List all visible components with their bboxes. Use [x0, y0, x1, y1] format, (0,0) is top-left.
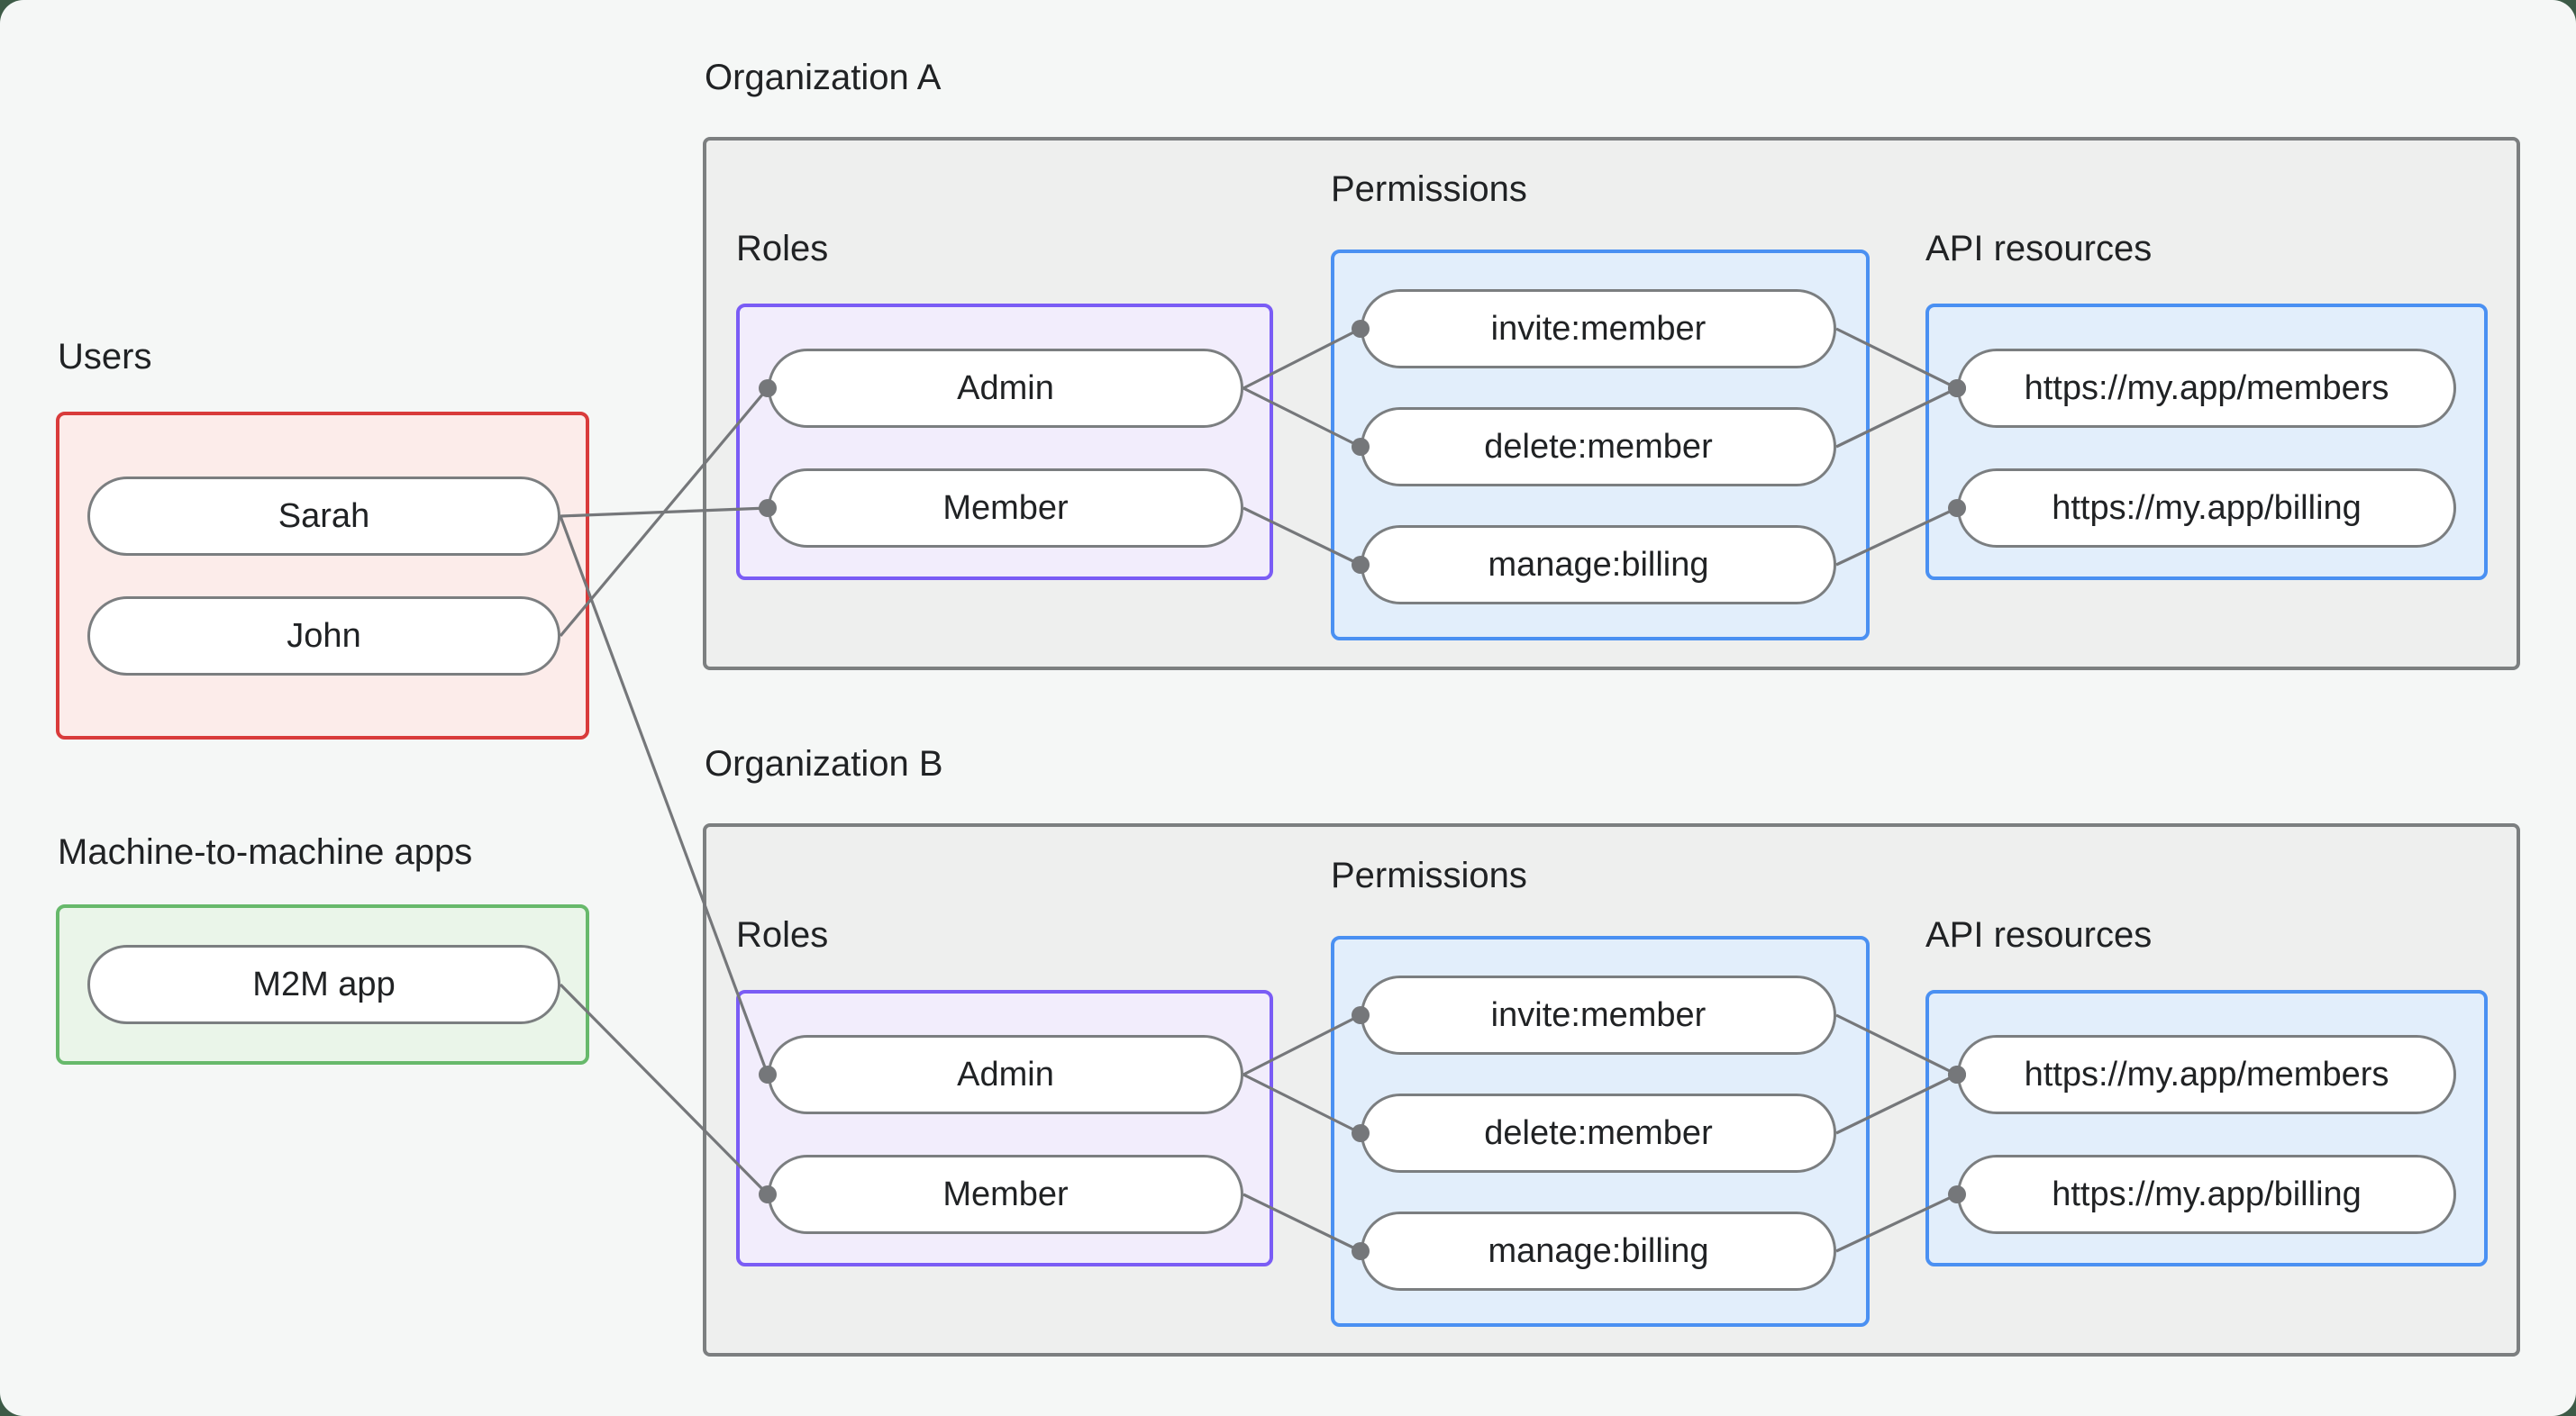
- org-b-api-label: API resources: [1925, 915, 2153, 955]
- m2m-app-node: M2M app: [87, 945, 560, 1024]
- org-a-api-billing: https://my.app/billing: [1957, 468, 2456, 548]
- org-b-label: Organization B: [705, 744, 943, 784]
- org-b-permissions-label: Permissions: [1331, 856, 1527, 895]
- org-a-permission-manage: manage:billing: [1361, 525, 1836, 604]
- org-b-api-billing: https://my.app/billing: [1957, 1155, 2456, 1234]
- users-group-label: Users: [58, 337, 152, 377]
- user-node-john: John: [87, 596, 560, 676]
- org-a-permissions-label: Permissions: [1331, 169, 1527, 209]
- org-b-permission-delete: delete:member: [1361, 1094, 1836, 1173]
- org-b-api-members: https://my.app/members: [1957, 1035, 2456, 1114]
- m2m-group-label: Machine-to-machine apps: [58, 832, 473, 872]
- org-a-api-members: https://my.app/members: [1957, 349, 2456, 428]
- org-a-permission-delete: delete:member: [1361, 407, 1836, 486]
- user-node-sarah: Sarah: [87, 477, 560, 556]
- org-a-role-member: Member: [768, 468, 1243, 548]
- org-a-label: Organization A: [705, 58, 942, 97]
- org-b-roles-label: Roles: [736, 915, 829, 955]
- users-group-box: [56, 412, 589, 740]
- org-a-permission-invite: invite:member: [1361, 289, 1836, 368]
- org-b-role-admin: Admin: [768, 1035, 1243, 1114]
- org-b-role-member: Member: [768, 1155, 1243, 1234]
- org-b-permission-invite: invite:member: [1361, 976, 1836, 1055]
- org-a-roles-label: Roles: [736, 229, 829, 268]
- org-a-api-label: API resources: [1925, 229, 2153, 268]
- org-a-role-admin: Admin: [768, 349, 1243, 428]
- org-b-permission-manage: manage:billing: [1361, 1212, 1836, 1291]
